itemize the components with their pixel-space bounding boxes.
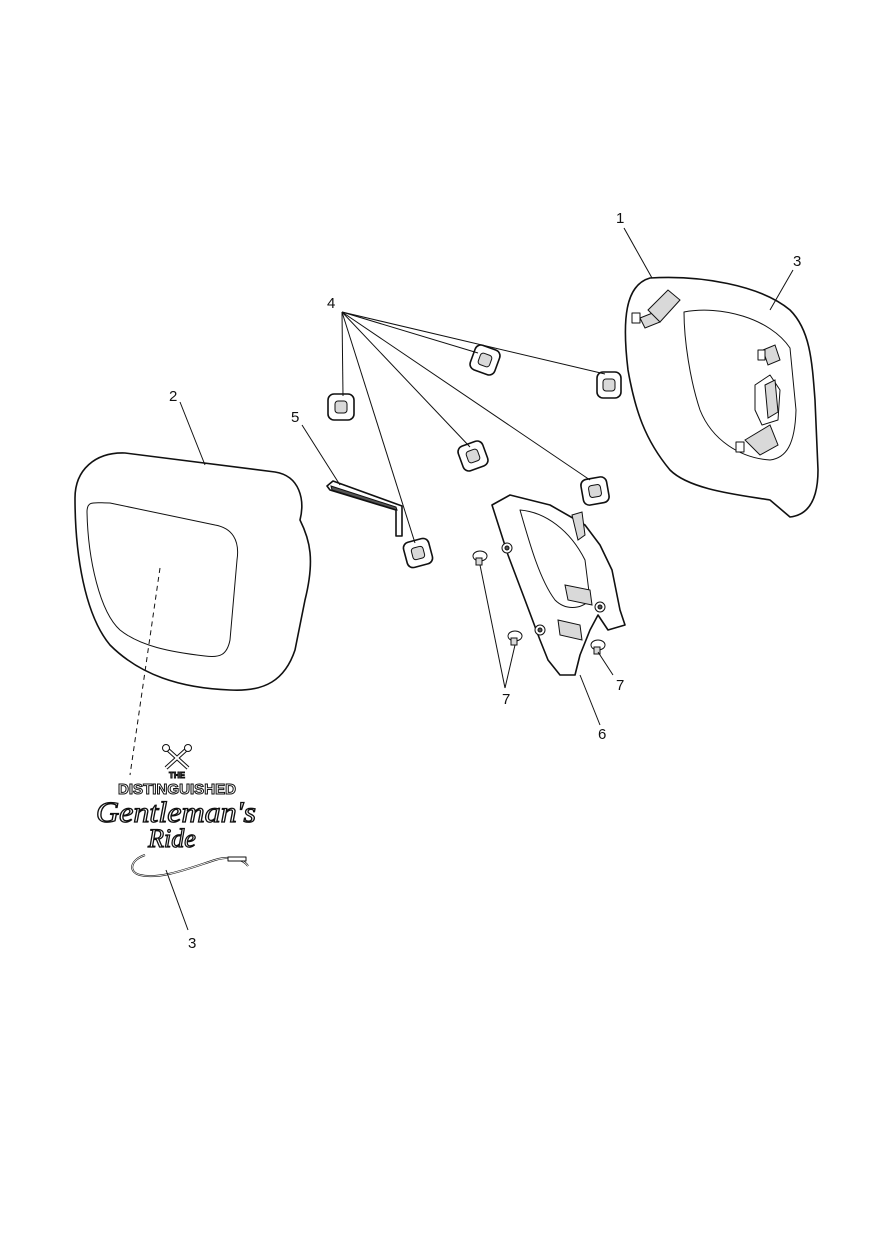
callout-2: 2 (169, 388, 177, 405)
leader-lines (165, 227, 794, 931)
grommet-b (402, 537, 434, 569)
callout-3-logo: 3 (188, 935, 196, 952)
grommet-f (580, 476, 610, 506)
logo-ride-text: Ride (147, 824, 196, 853)
callout-6: 6 (598, 726, 606, 743)
callout-1: 1 (616, 210, 624, 227)
screw-upper-left (472, 550, 488, 566)
logo-distinguished-text: DISTINGUISHED (118, 781, 236, 798)
callout-3-right: 3 (793, 253, 801, 270)
logo-dashed-leader (129, 567, 161, 776)
screw-right (590, 639, 606, 655)
callout-4: 4 (327, 295, 335, 312)
side-panel-left (74, 452, 312, 691)
logo-the-text: THE (169, 771, 186, 780)
grommet-e (596, 371, 622, 399)
callout-7-right: 7 (616, 677, 624, 694)
callout-7-left: 7 (502, 691, 510, 708)
side-cover-right (624, 276, 819, 518)
logo-gentleman-text: Gentleman's (96, 796, 256, 829)
hex-key (326, 480, 403, 537)
screw-lower-left (507, 630, 523, 646)
crossed-wrenches-icon (162, 744, 192, 770)
badge-logo: THE DISTINGUISHED Gentleman's Ride (95, 744, 257, 878)
grommet-d (457, 440, 489, 472)
grommet-a (327, 393, 355, 421)
mounting-bracket (491, 494, 626, 676)
callout-5: 5 (291, 409, 299, 426)
